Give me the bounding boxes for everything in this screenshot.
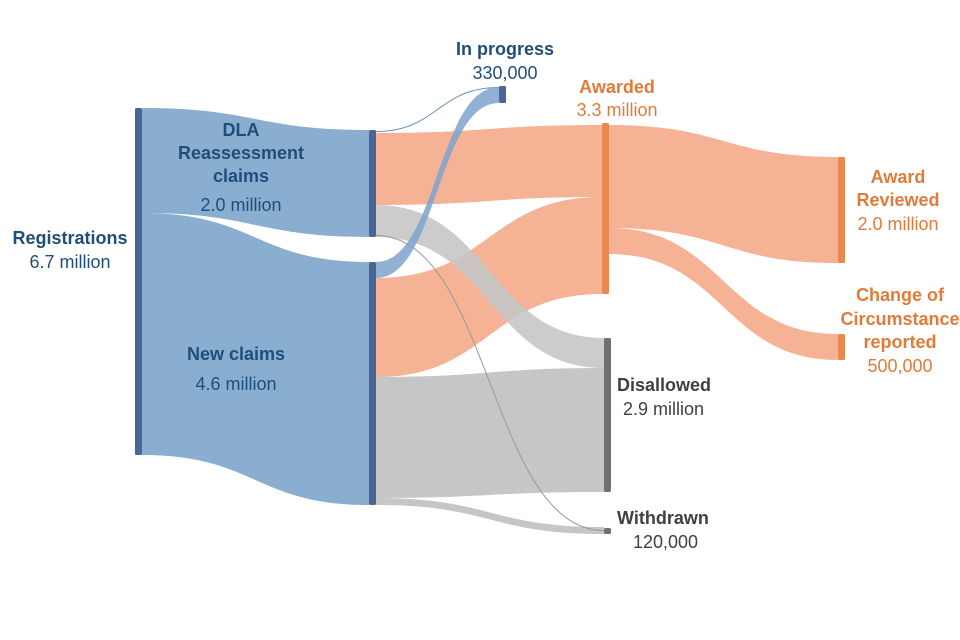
link-dla-disallowed — [376, 205, 604, 368]
link-registrations-new — [142, 213, 369, 505]
node-value-coc: 500,000 — [867, 356, 933, 376]
node-bar-awarded — [602, 123, 609, 294]
node-label-coc-1: Change of — [856, 285, 944, 305]
link-awarded-coc — [609, 228, 838, 360]
node-bar-registrations — [135, 108, 142, 455]
node-bar-new — [369, 262, 376, 505]
link-awarded-reviewed — [609, 125, 838, 263]
node-label-dla-3: claims — [212, 166, 270, 186]
node-label-new-claims: New claims — [186, 344, 286, 364]
link-dla-withdrawn — [375, 235, 605, 531]
node-label-disallowed: Disallowed — [617, 375, 712, 395]
link-new-inprogress — [376, 87, 499, 278]
link-registrations-dla — [142, 108, 369, 237]
node-label-coc-2: Circumstance — [840, 309, 960, 329]
node-label-award-reviewed-2: Reviewed — [856, 190, 940, 210]
node-value-award-reviewed: 2.0 million — [857, 214, 939, 234]
node-bar-dla — [369, 130, 376, 237]
node-value-new-claims: 4.6 million — [195, 374, 277, 394]
node-label-dla-1: DLA — [222, 120, 260, 140]
node-value-dla: 2.0 million — [200, 195, 282, 215]
node-value-in-progress: 330,000 — [472, 63, 538, 83]
node-value-disallowed: 2.9 million — [623, 399, 705, 419]
link-dla-inprogress — [375, 87, 500, 132]
link-new-withdrawn — [376, 498, 604, 534]
node-bar-coc — [838, 334, 845, 360]
node-label-dla-2: Reassessment — [177, 143, 305, 163]
node-bar-withdrawn — [604, 528, 611, 534]
node-value-registrations: 6.7 million — [29, 252, 111, 272]
node-value-withdrawn: 120,000 — [633, 532, 699, 552]
link-new-disallowed — [376, 368, 604, 498]
node-label-coc-3: reported — [863, 332, 937, 352]
node-value-awarded: 3.3 million — [576, 100, 658, 120]
node-label-registrations: Registrations — [12, 228, 128, 248]
link-dla-awarded — [376, 125, 602, 205]
node-bar-inprogress — [499, 86, 506, 103]
node-bar-disallowed — [604, 338, 611, 492]
node-label-award-reviewed-1: Award — [870, 167, 926, 187]
node-label-awarded: Awarded — [579, 77, 655, 97]
node-label-in-progress: In progress — [455, 39, 555, 59]
node-bar-reviewed — [838, 157, 845, 263]
node-label-withdrawn: Withdrawn — [617, 508, 709, 528]
